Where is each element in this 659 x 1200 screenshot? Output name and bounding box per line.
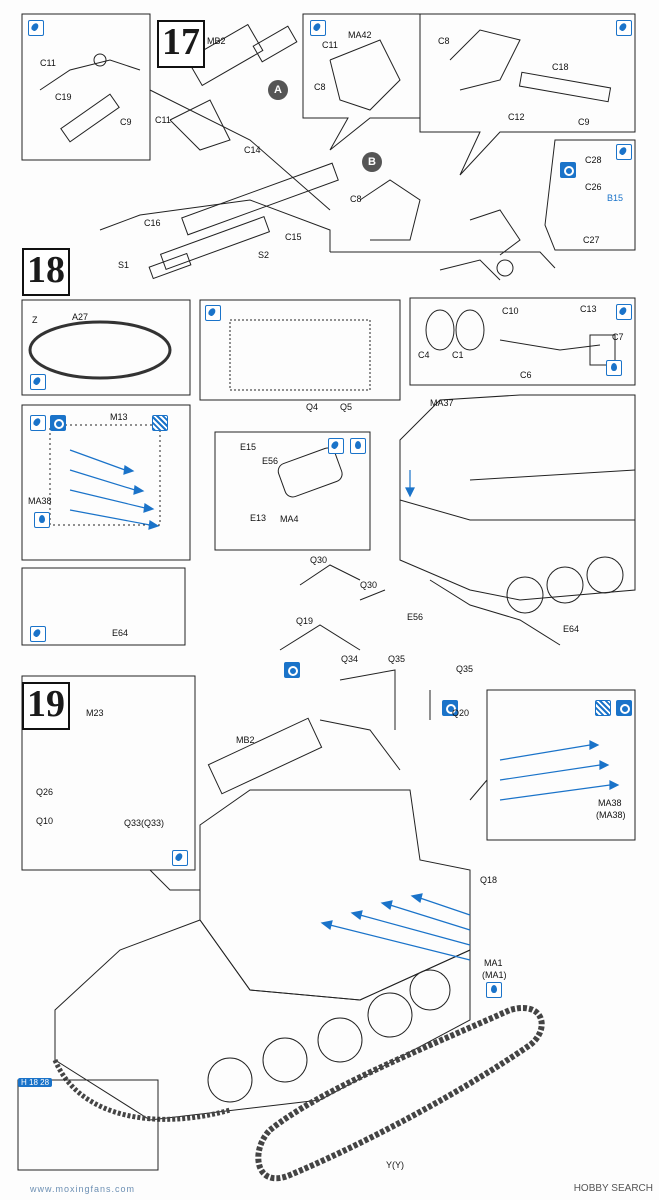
label-mb2: MB2 [236,735,255,745]
glue-icon [442,700,458,716]
label-q35: Q35 [456,664,474,674]
label-ma38-alt: (MA38) [596,810,626,820]
label-c15: C15 [285,232,302,242]
label-e13: E13 [250,513,267,523]
callout-b: B [362,152,382,172]
label-ma38: MA38 [598,798,622,808]
label-q20: Q20 [452,708,470,718]
label-c13: C13 [580,304,597,314]
label-ma1-alt: (MA1) [482,970,507,980]
hatch-icon [595,700,611,716]
label-ma37: MA37 [430,398,454,408]
label-q19: Q19 [296,616,314,626]
label-c8: C8 [314,82,326,92]
drop-icon [606,360,622,376]
glue-icon [616,700,632,716]
label-b15: B15 [607,193,624,203]
drop-icon [350,438,366,454]
paint-icon [30,415,46,431]
label-c8: C8 [350,194,362,204]
paint-icon [616,304,632,320]
label-c9: C9 [120,117,132,127]
label-q18: Q18 [480,875,498,885]
label-c14: C14 [244,145,261,155]
label-c28: C28 [585,155,602,165]
label-c18: C18 [552,62,569,72]
label-ma4: MA4 [280,514,299,524]
inset-box-c11 [21,13,151,161]
label-c11: C11 [155,115,171,125]
label-q35: Q35 [388,654,406,664]
step-number-19: 19 [22,682,70,730]
label-q26: Q26 [36,787,54,797]
label-e56: E56 [407,612,424,622]
label-e56: E56 [262,456,279,466]
label-c4: C4 [418,350,430,360]
watermark: www.moxingfans.com [30,1184,136,1194]
glue-icon [284,662,300,678]
label-c7: C7 [612,332,624,342]
label-mb2: MB2 [207,36,226,46]
label-c16: C16 [144,218,161,228]
paint-icon [310,20,326,36]
paint-icon [616,144,632,160]
label-c9: C9 [578,117,590,127]
label-m23: M23 [86,708,104,718]
paint-icon [205,305,221,321]
label-c27: C27 [583,235,600,245]
label-ma1: MA1 [484,958,503,968]
label-c19: C19 [55,92,72,102]
inset-box-c28 [544,139,636,251]
label-c6: C6 [520,370,532,380]
drop-icon [34,512,50,528]
label-q33: Q33(Q33) [124,818,165,828]
hatch-icon [152,415,168,431]
label-ma38: MA38 [28,496,52,506]
label-q4: Q4 [306,402,319,412]
label-c12: C12 [508,112,525,122]
paint-icon [30,626,46,642]
label-q34: Q34 [341,654,359,664]
label-e15: E15 [240,442,257,452]
step-number-18: 18 [22,248,70,296]
label-c8: C8 [438,36,450,46]
brand-logo: HOBBY SEARCH [573,1183,653,1194]
paint-icon [172,850,188,866]
label-q30: Q30 [360,580,378,590]
glue-icon [50,415,66,431]
label-e64: E64 [563,624,580,634]
label-e64: E64 [112,628,129,638]
label-ma42: MA42 [348,30,372,40]
inset-box-c8 [419,13,636,176]
paint-icon [30,374,46,390]
label-s1: S1 [118,260,130,270]
paint-icon [328,438,344,454]
step-number-17: 17 [157,20,205,68]
label-c11: C11 [40,58,56,68]
glue-icon [560,162,576,178]
label-q10: Q10 [36,816,54,826]
label-q5: Q5 [340,402,353,412]
label-c11: C11 [322,40,338,50]
label-z: Z [32,315,38,325]
label-c26: C26 [585,182,602,192]
paint-icon [616,20,632,36]
label-a27: A27 [72,312,89,322]
label-m13: M13 [110,412,128,422]
label-q30: Q30 [310,555,328,565]
label-c1: C1 [452,350,464,360]
callout-a: A [268,80,288,100]
label-c10: C10 [502,306,519,316]
track-assembly-badge: H 18 28 [18,1078,53,1087]
label-s2: S2 [258,250,270,260]
drop-icon [486,982,502,998]
label-track: Y(Y) [386,1160,404,1170]
paint-icon [28,20,44,36]
